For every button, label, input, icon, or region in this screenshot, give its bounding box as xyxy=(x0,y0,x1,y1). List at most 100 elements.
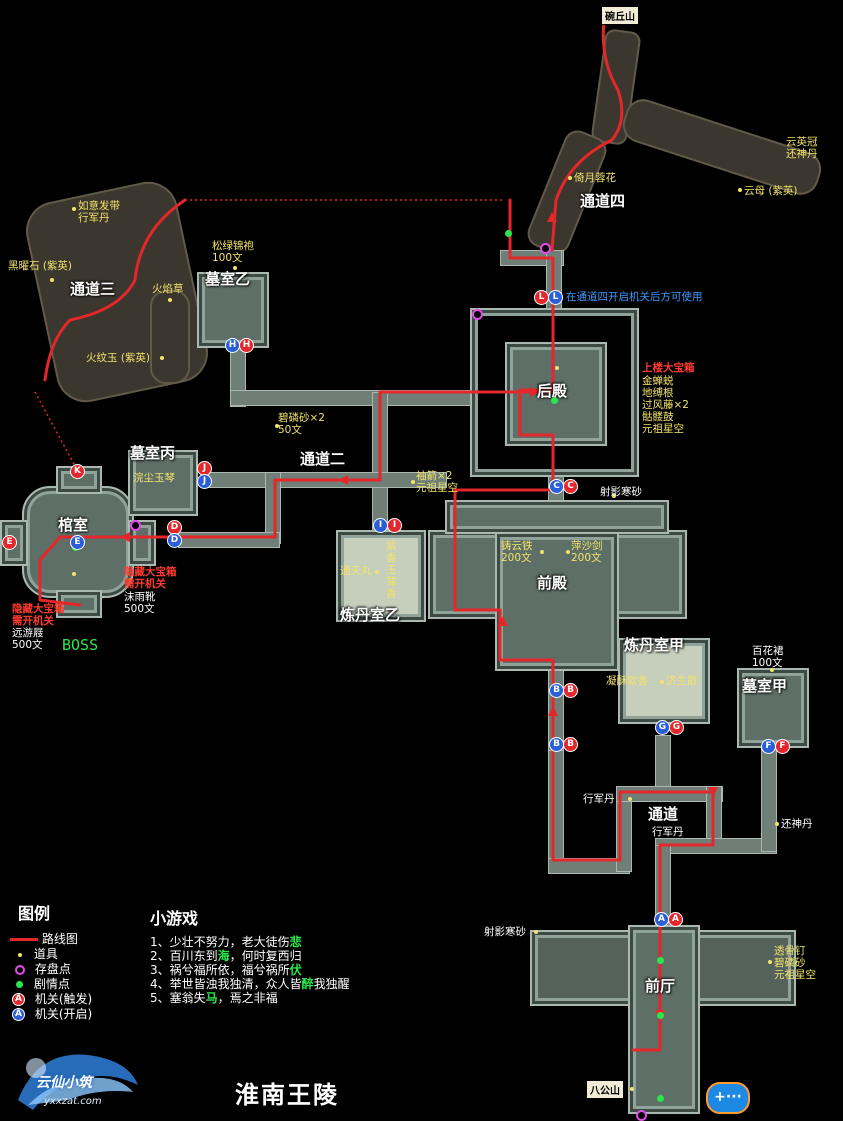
item-dot[interactable] xyxy=(375,570,379,574)
item-dot[interactable] xyxy=(72,572,76,576)
item-dot[interactable] xyxy=(534,930,538,934)
item-dot[interactable] xyxy=(770,668,774,672)
minigame-line: 5、塞翁失马，焉之非福 xyxy=(150,991,430,1005)
plot-point[interactable] xyxy=(657,1095,664,1102)
marker-H-open[interactable]: H xyxy=(225,338,240,353)
marker-A-trigger[interactable]: A xyxy=(668,912,683,927)
label-huanshen: 还神丹 xyxy=(781,818,813,830)
item-dot[interactable] xyxy=(566,550,570,554)
item-dot[interactable] xyxy=(411,480,415,484)
legend-trigger-row: A 机关(触发) xyxy=(10,990,92,1007)
label-moyu: 沫雨靴 500文 xyxy=(124,591,156,615)
legend-save-row: 存盘点 xyxy=(10,960,71,977)
label-zhuyun: 铸云铁 200文 xyxy=(501,540,533,564)
marker-C-trigger[interactable]: C xyxy=(563,479,578,494)
marker-L-trigger[interactable]: L xyxy=(534,290,549,305)
legend-item-swatch xyxy=(18,952,22,957)
marker-K-trigger[interactable]: K xyxy=(70,464,85,479)
route-line-channel3 xyxy=(43,198,187,382)
legend-plot-row: 剧情点 xyxy=(10,975,70,992)
place-wanqiu-mountain[interactable]: 碗丘山 xyxy=(601,6,639,25)
legend-item-label: 道具 xyxy=(33,947,58,961)
save-point[interactable] xyxy=(540,243,551,254)
item-dot[interactable] xyxy=(612,494,616,498)
item-dot[interactable] xyxy=(738,188,742,192)
room-name-coffin-room: 棺室 xyxy=(58,516,89,534)
legend-route-row: 路线图 xyxy=(10,930,78,947)
minigame-title: 小游戏 xyxy=(150,909,199,928)
marker-D-open[interactable]: D xyxy=(167,533,182,548)
legend-open-swatch: A xyxy=(12,1008,25,1021)
item-dot[interactable] xyxy=(775,822,779,826)
label-channel4-note: 在通道四开启机关后方可使用 xyxy=(566,291,703,303)
front-hall-core xyxy=(495,532,619,671)
plot-point[interactable] xyxy=(551,397,558,404)
marker-C-open[interactable]: C xyxy=(549,479,564,494)
item-dot[interactable] xyxy=(540,550,544,554)
plot-point[interactable] xyxy=(657,957,664,964)
minigame-line-text: 5、塞翁失 xyxy=(150,991,206,1005)
marker-A-open[interactable]: A xyxy=(654,912,669,927)
marker-B-trigger-upper[interactable]: B xyxy=(563,683,578,698)
save-point[interactable] xyxy=(636,1110,647,1121)
item-dot[interactable] xyxy=(275,424,279,428)
legend-plot-label: 剧情点 xyxy=(33,977,70,991)
marker-F-trigger[interactable]: F xyxy=(775,739,790,754)
item-dot[interactable] xyxy=(233,266,237,270)
marker-G-open[interactable]: G xyxy=(655,720,670,735)
item-dot[interactable] xyxy=(660,680,664,684)
item-dot[interactable] xyxy=(50,278,54,282)
label-yuanyou: 远游屐 500文 xyxy=(12,627,44,651)
marker-J-open[interactable]: J xyxy=(197,474,212,489)
cave-channel3-right xyxy=(150,290,190,384)
item-dot[interactable] xyxy=(630,1087,634,1091)
room-name-front-court: 前厅 xyxy=(645,977,676,995)
chat-bubble-icon[interactable]: +··· xyxy=(706,1082,750,1114)
room-name-rear-hall: 后殿 xyxy=(537,382,568,400)
marker-I-trigger[interactable]: I xyxy=(387,518,402,533)
item-dot[interactable] xyxy=(555,366,559,370)
room-name-alchemy-a: 炼丹室甲 xyxy=(624,636,685,654)
item-dot[interactable] xyxy=(568,176,572,180)
marker-B-open-lower[interactable]: B xyxy=(549,737,564,752)
route-arrow-5 xyxy=(530,387,540,397)
label-sheying-1: 射影寒砂 xyxy=(600,486,642,498)
item-dot[interactable] xyxy=(168,298,172,302)
marker-L-open[interactable]: L xyxy=(548,290,563,305)
marker-B-trigger-lower[interactable]: B xyxy=(563,737,578,752)
minigame-key-char: 悲 xyxy=(289,935,302,949)
marker-E-open[interactable]: E xyxy=(70,535,85,550)
label-rear-box-title: 上楼大宝箱 xyxy=(642,362,695,374)
place-bagong-mountain[interactable]: 八公山 xyxy=(586,1080,624,1099)
save-point[interactable] xyxy=(472,309,483,320)
save-point[interactable] xyxy=(130,520,141,531)
marker-H-trigger[interactable]: H xyxy=(239,338,254,353)
alchemy-b-room xyxy=(336,530,426,622)
minigame-line-text: ，何时复西归 xyxy=(229,949,302,963)
route-line-top-link xyxy=(508,198,555,302)
legend-open-label: 机关(开启) xyxy=(34,1007,93,1021)
marker-D-trigger[interactable]: D xyxy=(167,520,182,535)
label-bilin: 碧磷砂×2 50文 xyxy=(278,412,325,436)
label-xiujian: 袖箭×2 元祖星空 xyxy=(416,470,458,494)
marker-G-trigger[interactable]: G xyxy=(669,720,684,735)
marker-E-trigger[interactable]: E xyxy=(2,535,17,550)
item-dot[interactable] xyxy=(628,797,632,801)
legend: 图例 路线图 道具 存盘点 剧情点 A 机关(触发) A 机关(开启) xyxy=(10,900,130,1021)
marker-B-open-upper[interactable]: B xyxy=(549,683,564,698)
marker-F-open[interactable]: F xyxy=(761,739,776,754)
item-dot[interactable] xyxy=(128,578,132,582)
plot-point[interactable] xyxy=(657,1012,664,1019)
plot-point[interactable] xyxy=(505,230,512,237)
marker-I-open[interactable]: I xyxy=(373,518,388,533)
room-name-alchemy-b: 炼丹室乙 xyxy=(340,606,401,624)
item-dot[interactable] xyxy=(72,207,76,211)
room-name-channel2: 通道二 xyxy=(300,450,346,468)
item-dot[interactable] xyxy=(160,356,164,360)
minigame-key-char: 伏 xyxy=(289,963,302,977)
label-tongtian: 通天丸 xyxy=(340,565,372,577)
label-jisheng: 济生散 xyxy=(666,675,698,687)
site-logo-text: 云仙小筑 xyxy=(36,1075,92,1091)
item-dot[interactable] xyxy=(768,960,772,964)
